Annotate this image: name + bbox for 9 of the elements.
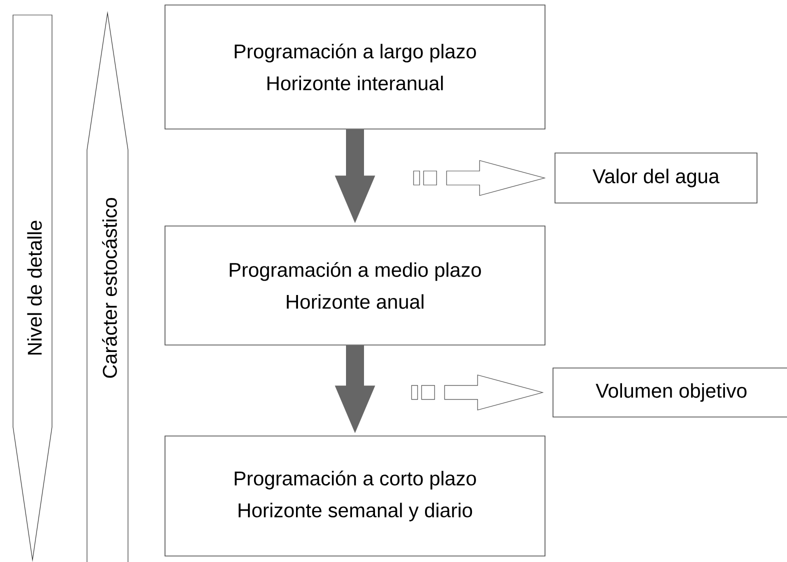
pointed-band: Nivel de detalle (12, 14, 52, 562)
output-box: Volumen objetivo (552, 368, 787, 418)
hollow-arrow (413, 160, 546, 196)
output-box: Valor del agua (554, 152, 758, 204)
process-box: Programación a largo plazo Horizonte interanual (164, 4, 546, 130)
pointed-band: Carácter estocástico (86, 10, 128, 562)
process-box: Programación a medio plazo Horizonte anual (164, 226, 546, 346)
process-box: Programación a corto plazo Horizonte semanal y diario (164, 436, 546, 556)
hollow-arrow (411, 374, 544, 410)
